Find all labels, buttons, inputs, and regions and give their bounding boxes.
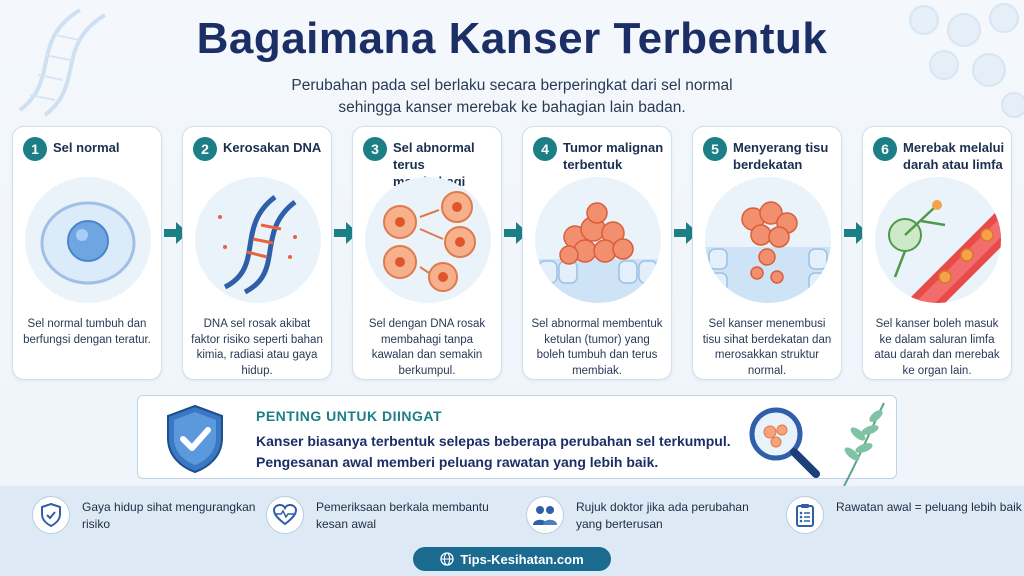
step-number: 4 [533, 137, 557, 161]
step-number: 2 [193, 137, 217, 161]
step-card-1: 1 Sel normal Sel normal tumbuh dan berfu… [12, 126, 162, 380]
cells-background-icon [909, 3, 1024, 118]
subtitle-line-2: sehingga kanser merebak ke bahagian lain… [338, 99, 686, 116]
website-badge[interactable]: Tips-Kesihatan.com [413, 547, 611, 571]
page-subtitle: Perubahan pada sel berlaku secara berper… [0, 75, 1024, 119]
step-number: 6 [873, 137, 897, 161]
tip-text: Pemeriksaan berkala membantu kesan awal [316, 500, 489, 531]
important-line-2: Pengesanan awal memberi peluang rawatan … [256, 454, 659, 470]
blood-vessel-icon [875, 177, 1001, 303]
invading-tissue-icon [705, 177, 831, 303]
page-title: Bagaimana Kanser Terbentuk [196, 14, 828, 63]
globe-icon [440, 552, 454, 566]
step-card-3: 3 Sel abnormal terus membahagi Sel denga… [352, 126, 502, 380]
steps-row: 1 Sel normal Sel normal tumbuh dan berfu… [12, 126, 1012, 380]
step-card-5: 5 Menyerang tisu berdekatan Sel kanser m… [692, 126, 842, 380]
step-number: 3 [363, 137, 387, 161]
tip-text: Gaya hidup sihat mengurangkan risiko [82, 500, 256, 531]
step-title: Menyerang tisu berdekatan [733, 140, 829, 172]
shield-icon [32, 496, 70, 534]
subtitle-line-1: Perubahan pada sel berlaku secara berper… [291, 77, 733, 94]
website-text: Tips-Kesihatan.com [460, 551, 584, 567]
dna-background-icon [18, 8, 107, 117]
step-card-4: 4 Tumor malignan terbentuk Sel abnormal … [522, 126, 672, 380]
step-number: 1 [23, 137, 47, 161]
magnifier-icon [749, 407, 820, 478]
dividing-cells-icon [365, 177, 491, 303]
step-card-6: 6 Merebak melalui darah atau limfa Sel k… [862, 126, 1012, 380]
step-card-2: 2 Kerosakan DNA DNA sel rosak akibat fak… [182, 126, 332, 380]
step-description: Sel dengan DNA rosak membahagi tanpa kaw… [368, 318, 486, 377]
step-description: Sel kanser boleh masuk ke dalam saluran … [874, 318, 1000, 377]
step-title: Tumor malignan terbentuk [563, 140, 664, 172]
doctors-icon [526, 496, 564, 534]
step-title: Sel normal [53, 140, 120, 155]
step-number: 5 [703, 137, 727, 161]
checklist-icon [786, 496, 824, 534]
heart-pulse-icon [266, 496, 304, 534]
damaged-dna-icon [195, 177, 321, 303]
leaf-icon [843, 402, 885, 487]
shield-check-icon [167, 404, 223, 474]
tip-text: Rawatan awal = peluang lebih baik [836, 500, 1022, 514]
step-description: Sel kanser menembusi tisu sihat berdekat… [702, 318, 832, 377]
step-description: DNA sel rosak akibat faktor risiko seper… [191, 318, 323, 377]
tumor-icon [535, 177, 661, 303]
important-line-1: Kanser biasanya terbentuk selepas bebera… [256, 433, 731, 449]
step-title: Kerosakan DNA [223, 140, 322, 155]
normal-cell-icon [25, 177, 151, 303]
tip-text: Rujuk doktor jika ada perubahan yang ber… [576, 500, 749, 531]
step-description: Sel abnormal membentuk ketulan (tumor) y… [531, 318, 663, 377]
step-description: Sel normal tumbuh dan berfungsi dengan t… [23, 318, 151, 346]
important-title: PENTING UNTUK DIINGAT [256, 408, 443, 424]
step-title: Merebak melalui darah atau limfa [903, 140, 1005, 172]
